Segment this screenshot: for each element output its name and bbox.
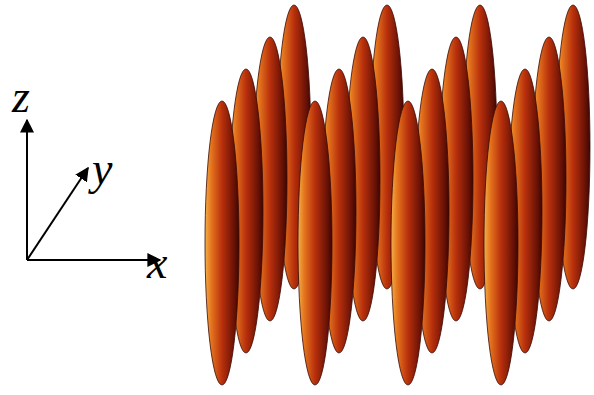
axis-label: x: [147, 240, 167, 286]
axis-label: y: [92, 146, 112, 192]
x-axis: [27, 259, 160, 261]
ellipsoid: [205, 101, 239, 385]
z-axis: [26, 120, 28, 260]
ellipsoid: [298, 101, 332, 385]
axis-label: z: [12, 74, 30, 120]
discs: [205, 5, 590, 385]
coordinate-axes: [27, 120, 160, 260]
ellipsoid: [484, 101, 518, 385]
ellipsoid: [391, 101, 425, 385]
y-axis: [27, 168, 88, 260]
